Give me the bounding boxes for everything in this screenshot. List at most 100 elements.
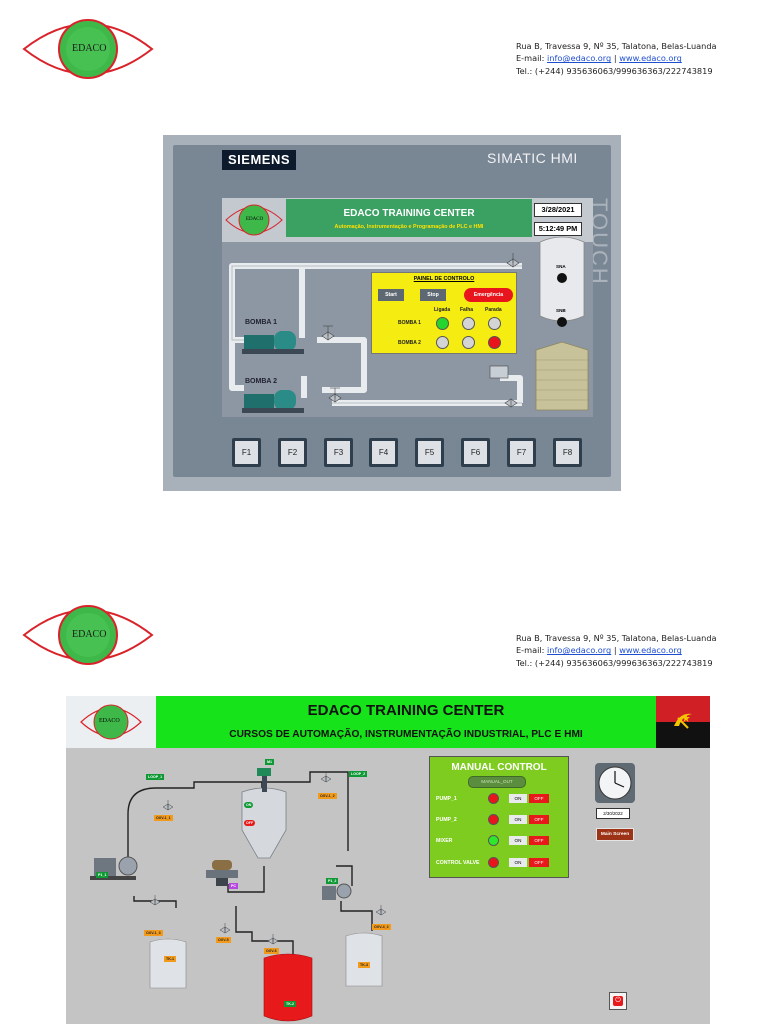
row-bomba-1: BOMBA 1 — [398, 320, 421, 326]
control-panel-title: PAINEL DE CONTROLO — [413, 276, 475, 282]
hmi2-logo-text: EDACO — [99, 718, 120, 724]
pump-p1-1-icon — [90, 856, 138, 880]
bomba-1-parada-indicator — [488, 317, 501, 330]
f1-key[interactable]: F1 — [232, 438, 261, 467]
mixer-on-button[interactable]: ON — [509, 836, 527, 845]
control-valve-on-button[interactable]: ON — [509, 858, 527, 867]
bomba-2-falha-indicator — [462, 336, 475, 349]
address-block: Rua B, Travessa 9, Nº 35, Talatona, Bela… — [516, 40, 717, 77]
hmi1-date: 3/28/2021 — [534, 203, 582, 217]
mixer-indicator — [488, 835, 499, 846]
siemens-brand: SIEMENS — [222, 150, 296, 170]
email-line: E-mail: info@edaco.org | www.edaco.org — [516, 53, 682, 64]
cv5-tag: OXV-5 — [216, 937, 231, 943]
bomba-1-falha-indicator — [462, 317, 475, 330]
pump1-indicator — [488, 793, 499, 804]
address-line: Rua B, Travessa 9, Nº 35, Talatona, Bela… — [516, 41, 717, 51]
hmi1-process-diagram — [229, 236, 589, 413]
loop2-tag: LOOP_2 — [349, 771, 368, 777]
tank-red-tag: TK-2 — [284, 1001, 296, 1007]
column-ligada: Ligada — [434, 307, 451, 313]
tank-1-icon — [149, 938, 187, 989]
power-button[interactable]: ⏻ — [609, 992, 627, 1010]
f5-key[interactable]: F5 — [415, 438, 444, 467]
pump2-off-button[interactable]: OFF — [529, 815, 549, 824]
manual-control-title: MANUAL CONTROL — [451, 762, 547, 773]
tank-2-tag: TK-3 — [358, 962, 370, 968]
pump2-label: PUMP_2 — [436, 817, 457, 823]
website-link[interactable]: www.edaco.org — [619, 53, 682, 64]
logo-text: EDACO — [72, 629, 107, 640]
loop1-tag: LOOP_1 — [146, 774, 165, 780]
control-panel: PAINEL DE CONTROLO Start Stop Emergência… — [371, 272, 517, 354]
f4-key[interactable]: F4 — [369, 438, 398, 467]
stop-button[interactable]: Stop — [420, 289, 446, 301]
hmi2-date: 2/30/2022 — [596, 808, 630, 819]
manual-control-panel: MANUAL CONTROL MANUAL_OUT PUMP_1 ON OFF … — [429, 756, 569, 878]
pump1-label: PUMP_1 — [436, 796, 457, 802]
power-icon: ⏻ — [613, 996, 623, 1006]
brick-tank-icon — [535, 341, 589, 411]
pump1-on-button[interactable]: ON — [509, 794, 527, 803]
hmi1-time: 5:12:49 PM — [534, 222, 582, 236]
control-valve-indicator — [488, 857, 499, 868]
pump2-on-button[interactable]: ON — [509, 815, 527, 824]
hmi2-title-bar: EDACO TRAINING CENTER CURSOS DE AUTOMAÇÃ… — [156, 696, 656, 748]
pump-1-icon — [242, 331, 304, 354]
f7-key[interactable]: F7 — [507, 438, 536, 467]
logo-text: EDACO — [72, 43, 107, 54]
pump-2-icon — [242, 390, 304, 413]
mixer-label: MIXER — [436, 838, 453, 844]
pump1-off-button[interactable]: OFF — [529, 794, 549, 803]
analog-clock-icon — [595, 763, 635, 803]
edaco-logo-2: EDACO — [22, 599, 154, 671]
column-parada: Parada — [485, 307, 502, 313]
website-link[interactable]: www.edaco.org — [619, 645, 682, 656]
hmi2-title: EDACO TRAINING CENTER — [307, 702, 505, 719]
f2-key[interactable]: F2 — [278, 438, 307, 467]
storage-tank-icon — [539, 236, 585, 327]
hmi1-title-bar: EDACO TRAINING CENTER Automação, Instrum… — [286, 199, 532, 237]
start-button[interactable]: Start — [378, 289, 404, 301]
bomba-1-ligada-indicator — [436, 317, 449, 330]
mixer-on-tag[interactable]: ON — [244, 802, 254, 808]
pump-1-label: BOMBA 1 — [245, 319, 278, 326]
control-valve-icon — [206, 860, 238, 886]
f8-key[interactable]: F8 — [553, 438, 582, 467]
control-valve-off-button[interactable]: OFF — [529, 858, 549, 867]
tank-1-tag: TK-1 — [164, 956, 176, 962]
hmi2-subtitle: CURSOS DE AUTOMAÇÃO, INSTRUMENTAÇÃO INDU… — [229, 729, 583, 740]
pump-2-label: BOMBA 2 — [245, 378, 278, 385]
f3-key[interactable]: F3 — [324, 438, 353, 467]
tank-2-icon — [345, 932, 383, 987]
m1-tag: M1 — [265, 759, 274, 765]
f6-key[interactable]: F6 — [461, 438, 490, 467]
edaco-logo: EDACO — [22, 13, 154, 85]
email-link[interactable]: info@edaco.org — [547, 645, 612, 656]
mixer-off-button[interactable]: OFF — [529, 836, 549, 845]
scada-screen: EDACO EDACO TRAINING CENTER CURSOS DE AU… — [66, 696, 710, 1024]
tank-label-snb: SNB — [556, 308, 566, 313]
pump2-indicator — [488, 814, 499, 825]
bomba-2-ligada-indicator — [436, 336, 449, 349]
control-valve-label: CONTROL VALVE — [436, 860, 480, 866]
cv6-tag: OXV-6 — [264, 948, 279, 954]
cv1-3-tag: OXV-1_3 — [144, 930, 163, 936]
cv4-2-tag: OXV-4_2 — [372, 924, 391, 930]
email-link[interactable]: info@edaco.org — [547, 53, 612, 64]
row-bomba-2: BOMBA 2 — [398, 340, 421, 346]
manual-out-button[interactable]: MANUAL_OUT — [468, 776, 526, 788]
hmi2-logo-area: EDACO — [66, 696, 156, 748]
pc-tag: PC — [229, 883, 238, 889]
tank-label-sna: SNA — [556, 264, 566, 269]
simatic-label: SIMATIC HMI — [487, 150, 578, 166]
mixer-off-tag[interactable]: OFF — [244, 820, 256, 826]
cv1-1-tag: OXV-1_1 — [154, 815, 173, 821]
p1-1-tag: P1_1 — [96, 872, 109, 878]
tank-red-icon — [263, 953, 313, 1022]
emergency-button[interactable]: Emergência — [464, 288, 513, 302]
hmi1-subtitle: Automação, Instrumentação e Programação … — [334, 224, 484, 230]
hmi1-screen: EDACO EDACO TRAINING CENTER Automação, I… — [222, 198, 593, 417]
main-screen-button[interactable]: Main Screen — [596, 828, 634, 841]
angola-flag — [656, 696, 710, 748]
